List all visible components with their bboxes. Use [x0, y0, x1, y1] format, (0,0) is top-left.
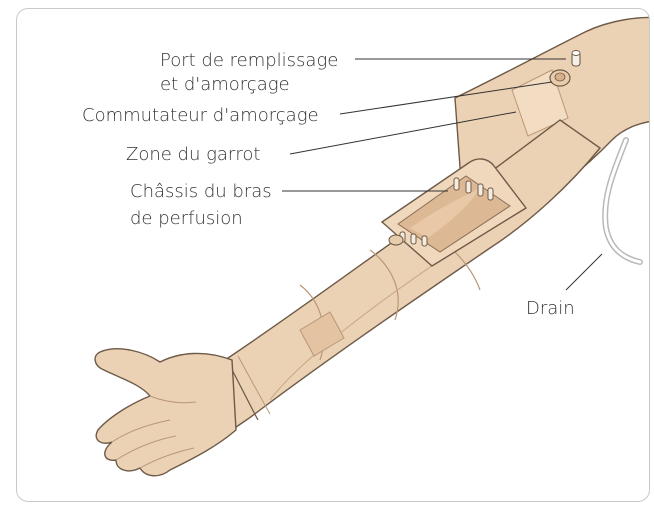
- label-drain: Drain: [526, 298, 575, 319]
- label-fill-port-line2: et d'amorçage: [160, 74, 290, 95]
- label-chassis-line1: Châssis du bras: [130, 181, 272, 202]
- label-chassis-line2: de perfusion: [130, 208, 243, 229]
- label-tourniquet-zone: Zone du garrot: [126, 144, 260, 165]
- label-priming-switch: Commutateur d'amorçage: [82, 105, 319, 126]
- leader-drain: [566, 254, 602, 290]
- label-fill-port-line1: Port de remplissage: [160, 50, 338, 71]
- forearm: [225, 120, 600, 428]
